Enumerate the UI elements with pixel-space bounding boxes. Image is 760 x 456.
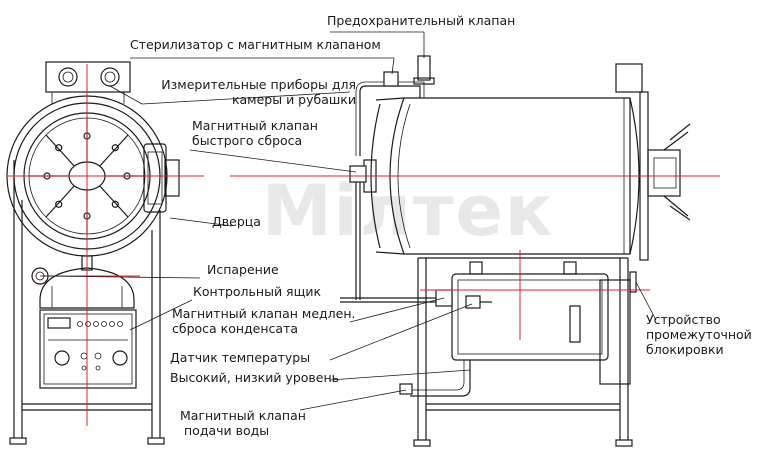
spoke-bolt [111,200,119,208]
gauge-panel [45,61,131,93]
safety-valve-icon [417,55,431,81]
label-interlock-line2: промежуточной [646,327,752,342]
top-box [615,63,643,93]
label-interlock-line3: блокировки [646,342,724,357]
label-slow-release-line2: сброса конденсата [172,321,299,336]
label-sterilizer-valve: Стерилизатор с магнитным клапаном [130,37,381,52]
jacket-gauge-icon [100,67,120,87]
label-quick-release-line2: быстрого сброса [192,133,303,148]
chamber-gauge-icon [58,67,78,87]
spoke-bolt [111,144,119,152]
generator-tank [451,273,609,361]
spoke-bolt [55,200,63,208]
label-interlock-line1: Устройство [646,312,721,327]
label-interlock: Устройство промежуточной блокировки [646,312,752,357]
side-view [230,55,720,447]
leader-lines [41,31,657,411]
display-icon [47,317,71,329]
control-knob-icon [54,350,70,366]
label-temp-sensor: Датчик температуры [170,350,311,365]
label-water-valve: Магнитный клапан подачи воды [180,408,306,438]
label-door: Дверца [212,214,261,229]
door-latch [143,143,167,213]
label-water-valve-line2: подачи воды [184,423,270,438]
label-level: Высокий, низкий уровень [170,370,340,385]
label-gauges-line1: Измерительные приборы для [161,77,356,92]
label-safety-valve: Предохранительный клапан [327,13,516,28]
label-evaporation: Испарение [207,262,279,277]
spoke-bolt [55,144,63,152]
sterilizer-valve-icon [383,71,399,87]
label-quick-release-line1: Магнитный клапан [192,118,318,133]
control-knob-icon [112,350,128,366]
control-box [39,309,137,389]
front-view [6,61,204,445]
rear-hub [647,149,681,197]
interlock-device [629,271,637,293]
water-valve-icon [399,383,413,395]
temperature-sensor-icon [465,295,481,309]
label-gauges: Измерительные приборы для камеры и рубаш… [140,77,356,107]
label-slow-release: Магнитный клапан медлен. сброса конденса… [172,306,356,336]
label-quick-release: Магнитный клапан быстрого сброса [192,118,318,148]
label-water-valve-line1: Магнитный клапан [180,408,306,423]
label-slow-release-line1: Магнитный клапан медлен. [172,306,356,321]
label-gauges-line2: камеры и рубашки [231,92,356,107]
label-control-box: Контрольный ящик [193,284,322,299]
quick-release-valve-icon [349,165,367,183]
